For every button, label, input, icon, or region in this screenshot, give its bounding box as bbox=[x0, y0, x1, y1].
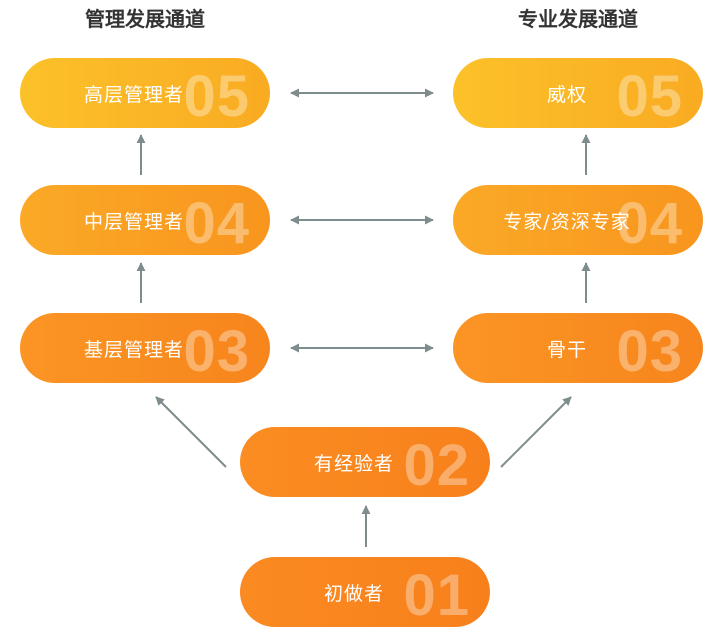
stage-label: 骨干 bbox=[546, 338, 587, 361]
stage-number: 05 bbox=[183, 64, 250, 128]
stage-label: 高层管理者 bbox=[83, 83, 184, 106]
stage-backbone: 03 骨干 bbox=[453, 313, 703, 383]
stage-number: 03 bbox=[183, 319, 250, 383]
stage-authority: 05 威权 bbox=[453, 58, 703, 128]
diagonal-arrow-to-mgmt bbox=[155, 396, 227, 468]
stage-experienced: 02 有经验者 bbox=[240, 427, 490, 497]
diagonal-arrow-to-pro bbox=[500, 396, 572, 468]
stage-number: 03 bbox=[616, 319, 683, 383]
stage-label: 初做者 bbox=[323, 582, 384, 605]
stage-label: 有经验者 bbox=[313, 452, 394, 475]
stage-label: 基层管理者 bbox=[83, 338, 184, 361]
stage-number: 05 bbox=[616, 64, 683, 128]
professional-track-heading: 专业发展通道 bbox=[518, 7, 638, 31]
stage-middle-manager: 04 中层管理者 bbox=[20, 185, 270, 255]
stage-expert: 04 专家/资深专家 bbox=[453, 185, 703, 255]
stage-number: 02 bbox=[403, 433, 470, 497]
management-track-heading: 管理发展通道 bbox=[85, 7, 205, 31]
stage-label: 威权 bbox=[546, 83, 587, 106]
stage-number: 04 bbox=[616, 191, 683, 255]
stage-label: 中层管理者 bbox=[83, 210, 184, 233]
stage-senior-manager: 05 高层管理者 bbox=[20, 58, 270, 128]
stage-label: 专家/资深专家 bbox=[503, 210, 631, 233]
stage-junior-manager: 03 基层管理者 bbox=[20, 313, 270, 383]
stage-number: 04 bbox=[183, 191, 250, 255]
stage-beginner: 01 初做者 bbox=[240, 557, 490, 627]
stage-number: 01 bbox=[403, 563, 470, 627]
